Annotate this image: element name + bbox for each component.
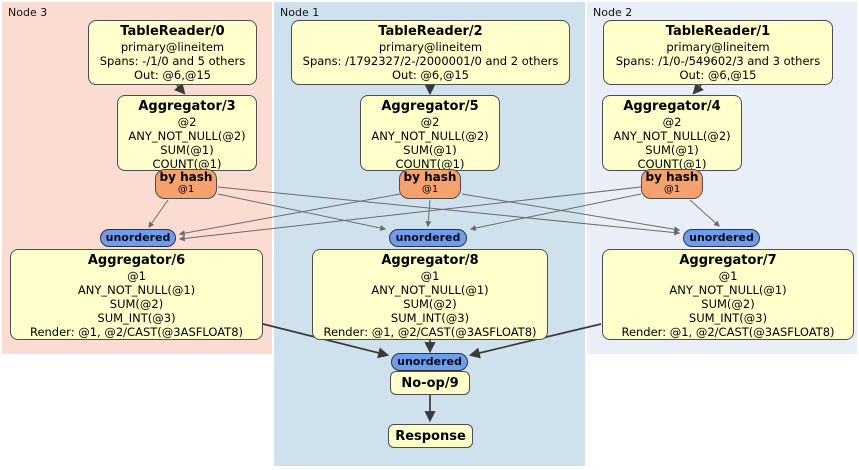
- edge-r5-right: [461, 193, 681, 233]
- edge-r3-right: [217, 186, 681, 236]
- processor-title: TableReader/0: [120, 24, 225, 39]
- processor-detail: ANY_NOT_NULL(@1): [669, 283, 787, 297]
- edge-r3-left: [148, 199, 169, 228]
- stream-unordered-right: unordered: [683, 229, 760, 247]
- processor-detail: primary@lineitem: [666, 40, 770, 54]
- processor-detail: ANY_NOT_NULL(@2): [613, 129, 731, 143]
- router-columns: @1: [421, 184, 439, 195]
- processor-detail: SUM(@2): [109, 297, 164, 311]
- router-by-hash-5: by hash @1: [399, 169, 461, 199]
- router-columns: @1: [663, 184, 681, 195]
- processor-title: Aggregator/7: [679, 253, 777, 268]
- processor-detail: ANY_NOT_NULL(@1): [77, 283, 196, 297]
- processor-detail: Render: @1, @2/CAST(@3ASFLOAT8): [621, 325, 835, 339]
- processor-tablereader-1: TableReader/1 primary@lineitem Spans: /1…: [603, 20, 833, 85]
- region-label-node-2: Node 2: [593, 6, 633, 19]
- processor-detail: ANY_NOT_NULL(@1): [371, 283, 489, 297]
- processor-detail: Out: @6,@15: [392, 68, 469, 82]
- processor-detail: COUNT(@1): [637, 157, 707, 171]
- router-label: by hash: [159, 170, 213, 184]
- processor-detail: Render: @1, @2/CAST(@3ASFLOAT8): [323, 325, 537, 339]
- processor-detail: ANY_NOT_NULL(@2): [128, 129, 246, 143]
- router-label: by hash: [403, 170, 457, 184]
- processor-title: Aggregator/5: [381, 99, 479, 114]
- processor-title: Aggregator/6: [87, 253, 186, 268]
- processor-aggregator-3: Aggregator/3 @2 ANY_NOT_NULL(@2) SUM(@1)…: [117, 95, 257, 171]
- processor-detail: @1: [718, 269, 738, 283]
- edge-tr1-agg4: [692, 82, 704, 95]
- processor-title: Aggregator/4: [623, 99, 721, 114]
- processor-detail: SUM_INT(@3): [688, 311, 768, 325]
- processor-detail: @2: [420, 115, 440, 129]
- processor-detail: SUM(@1): [403, 143, 457, 157]
- processor-detail: Render: @1, @2/CAST(@3ASFLOAT8): [29, 325, 244, 339]
- processor-tablereader-2: TableReader/2 primary@lineitem Spans: /1…: [291, 20, 570, 85]
- processor-tablereader-0: TableReader/0 primary@lineitem Spans: -/…: [88, 20, 257, 85]
- processor-detail: Spans: /1/0-/549602/3 and 3 others: [615, 54, 821, 68]
- edge-r4-left: [178, 186, 642, 242]
- processor-detail: ANY_NOT_NULL(@2): [371, 129, 489, 143]
- processor-detail: SUM(@1): [160, 143, 214, 157]
- processor-detail: Out: @6,@15: [679, 68, 757, 82]
- processor-title: TableReader/2: [378, 24, 483, 39]
- processor-detail: SUM(@1): [645, 143, 699, 157]
- processor-aggregator-6: Aggregator/6 @1 ANY_NOT_NULL(@1) SUM(@2)…: [10, 249, 263, 340]
- edge-r5-left: [178, 193, 401, 237]
- processor-detail: @1: [420, 269, 440, 283]
- processor-aggregator-7: Aggregator/7 @1 ANY_NOT_NULL(@1) SUM(@2)…: [602, 249, 854, 340]
- router-label: by hash: [645, 170, 699, 184]
- processor-aggregator-8: Aggregator/8 @1 ANY_NOT_NULL(@1) SUM(@2)…: [312, 249, 548, 340]
- processor-title: TableReader/1: [665, 24, 771, 39]
- region-label-node-1: Node 1: [280, 6, 320, 19]
- processor-detail: SUM_INT(@3): [97, 311, 176, 325]
- processor-detail: @2: [177, 115, 197, 129]
- edge-r4-right: [689, 199, 720, 227]
- processor-title: Aggregator/3: [138, 99, 236, 114]
- processor-detail: primary@lineitem: [378, 40, 483, 54]
- edge-r4-mid: [469, 193, 642, 231]
- stream-unordered-mid: unordered: [389, 229, 467, 247]
- processor-detail: Spans: -/1/0 and 5 others: [99, 54, 246, 68]
- region-label-node-3: Node 3: [8, 6, 48, 19]
- processor-detail: @1: [127, 269, 146, 283]
- processor-detail: @2: [662, 115, 682, 129]
- processor-aggregator-4: Aggregator/4 @2 ANY_NOT_NULL(@2) SUM(@1)…: [602, 95, 742, 171]
- processor-noop-9: No-op/9: [390, 371, 470, 395]
- edge-r5-mid: [425, 199, 432, 228]
- processor-detail: SUM(@2): [403, 297, 457, 311]
- stream-unordered-bottom: unordered: [391, 353, 468, 371]
- processor-detail: COUNT(@1): [152, 157, 222, 171]
- processor-detail: Out: @6,@15: [134, 68, 211, 82]
- edge-tr0-agg3: [174, 82, 186, 95]
- router-by-hash-4: by hash @1: [641, 169, 703, 199]
- response-node: Response: [388, 424, 473, 448]
- processor-detail: Spans: /1792327/2-/2000001/0 and 2 other…: [302, 54, 559, 68]
- router-by-hash-3: by hash @1: [155, 169, 217, 199]
- processor-detail: SUM_INT(@3): [390, 311, 470, 325]
- processor-detail: COUNT(@1): [395, 157, 465, 171]
- processor-detail: SUM(@2): [701, 297, 755, 311]
- stream-unordered-left: unordered: [100, 229, 176, 247]
- processor-aggregator-5: Aggregator/5 @2 ANY_NOT_NULL(@2) SUM(@1)…: [360, 95, 500, 171]
- processor-detail: primary@lineitem: [120, 40, 225, 54]
- processor-title: Aggregator/8: [381, 253, 479, 268]
- router-columns: @1: [177, 184, 195, 195]
